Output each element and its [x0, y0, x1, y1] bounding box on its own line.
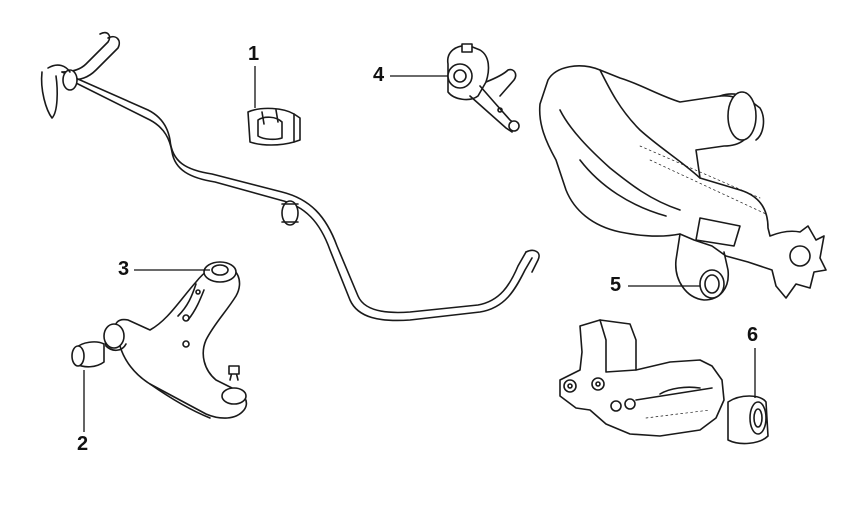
arm-bushing: [71, 341, 105, 368]
callout-4: 4: [373, 64, 385, 86]
callout-1: 1: [248, 43, 260, 65]
callout-5: 5: [610, 274, 622, 296]
stabilizer-bar: [40, 31, 540, 322]
callout-3: 3: [118, 258, 130, 280]
callout-6: 6: [747, 324, 759, 346]
subframe-bracket: [559, 319, 769, 445]
lower-control-arm: [103, 261, 248, 419]
callout-2: 2: [77, 433, 89, 455]
mount-bracket: [446, 43, 520, 133]
stabilizer-bushing: [247, 107, 301, 146]
differential-housing: [538, 65, 827, 301]
